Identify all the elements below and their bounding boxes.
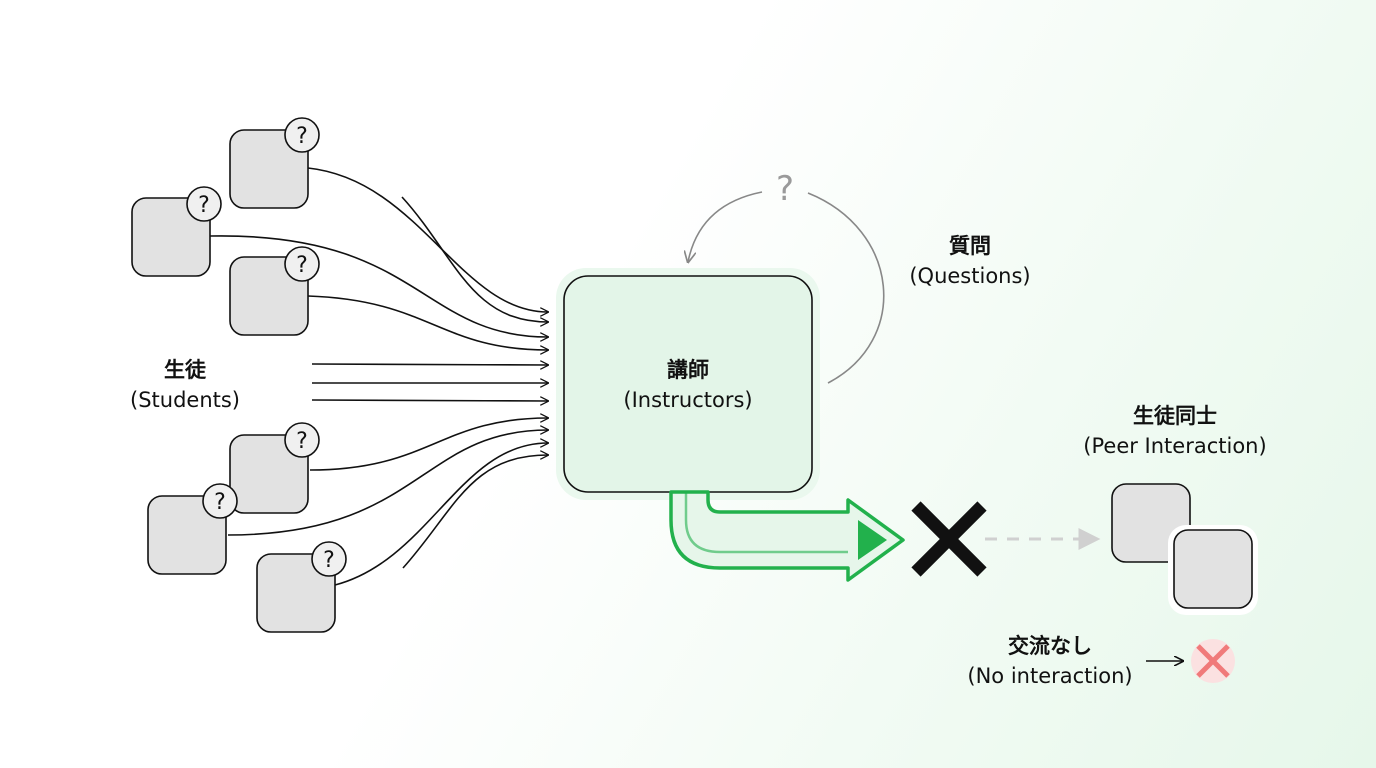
students-label-ja: 生徒 <box>164 358 206 382</box>
flow-line <box>311 364 548 365</box>
flow-line <box>402 455 548 569</box>
question-loop-arc <box>807 192 885 384</box>
peer-interaction-label-en: (Peer Interaction) <box>1083 434 1267 458</box>
student-group <box>131 129 336 633</box>
question-icon: ? <box>311 541 347 577</box>
questions-label-en: (Questions) <box>909 264 1031 288</box>
question-badges: ? ? ? ? ? ? <box>186 117 347 577</box>
svg-text:?: ? <box>198 193 210 218</box>
green-output-arrow <box>669 490 905 582</box>
students-label: 生徒 (Students) <box>120 355 250 415</box>
flow-line <box>307 295 548 350</box>
students-label-en: (Students) <box>130 388 240 412</box>
question-icon: ? <box>284 117 320 153</box>
peer-square <box>1173 529 1253 609</box>
no-interaction-label-ja: 交流なし <box>1008 634 1092 658</box>
instructor-label-en: (Instructors) <box>623 388 753 412</box>
flow-line <box>227 430 548 536</box>
svg-text:?: ? <box>214 490 226 515</box>
student-square <box>229 256 309 336</box>
questions-label: 質問 (Questions) <box>895 231 1045 291</box>
question-icon: ? <box>284 422 320 458</box>
flow-line <box>401 196 548 322</box>
question-loop-icon: ? <box>776 169 794 209</box>
flow-line <box>209 235 548 337</box>
svg-text:?: ? <box>296 253 308 278</box>
no-interaction-label: 交流なし (No interaction) <box>945 631 1155 691</box>
svg-text:?: ? <box>296 124 308 149</box>
flow-line <box>309 418 548 471</box>
student-square <box>131 197 211 277</box>
peer-interaction-label: 生徒同士 (Peer Interaction) <box>1060 401 1290 461</box>
flow-line <box>311 400 548 401</box>
peer-group <box>1111 483 1258 615</box>
student-square <box>256 553 336 633</box>
question-loop-arrow <box>688 191 763 262</box>
no-interaction-label-en: (No interaction) <box>967 664 1133 688</box>
svg-text:?: ? <box>323 548 335 573</box>
question-icon: ? <box>202 483 238 519</box>
questions-label-ja: 質問 <box>949 234 991 258</box>
instructor-label: 講師 (Instructors) <box>588 355 788 415</box>
student-square <box>229 434 309 514</box>
peer-interaction-label-ja: 生徒同士 <box>1133 404 1217 428</box>
instructor-label-ja: 講師 <box>667 358 709 382</box>
question-icon: ? <box>284 246 320 282</box>
question-icon: ? <box>186 186 222 222</box>
student-flow-lines <box>209 167 548 586</box>
student-square <box>229 129 309 209</box>
student-square <box>147 495 227 575</box>
blocked-x-icon <box>911 501 987 577</box>
flow-line <box>307 167 548 312</box>
small-x-icon <box>1191 639 1235 683</box>
flow-line <box>334 443 548 586</box>
svg-text:?: ? <box>296 429 308 454</box>
